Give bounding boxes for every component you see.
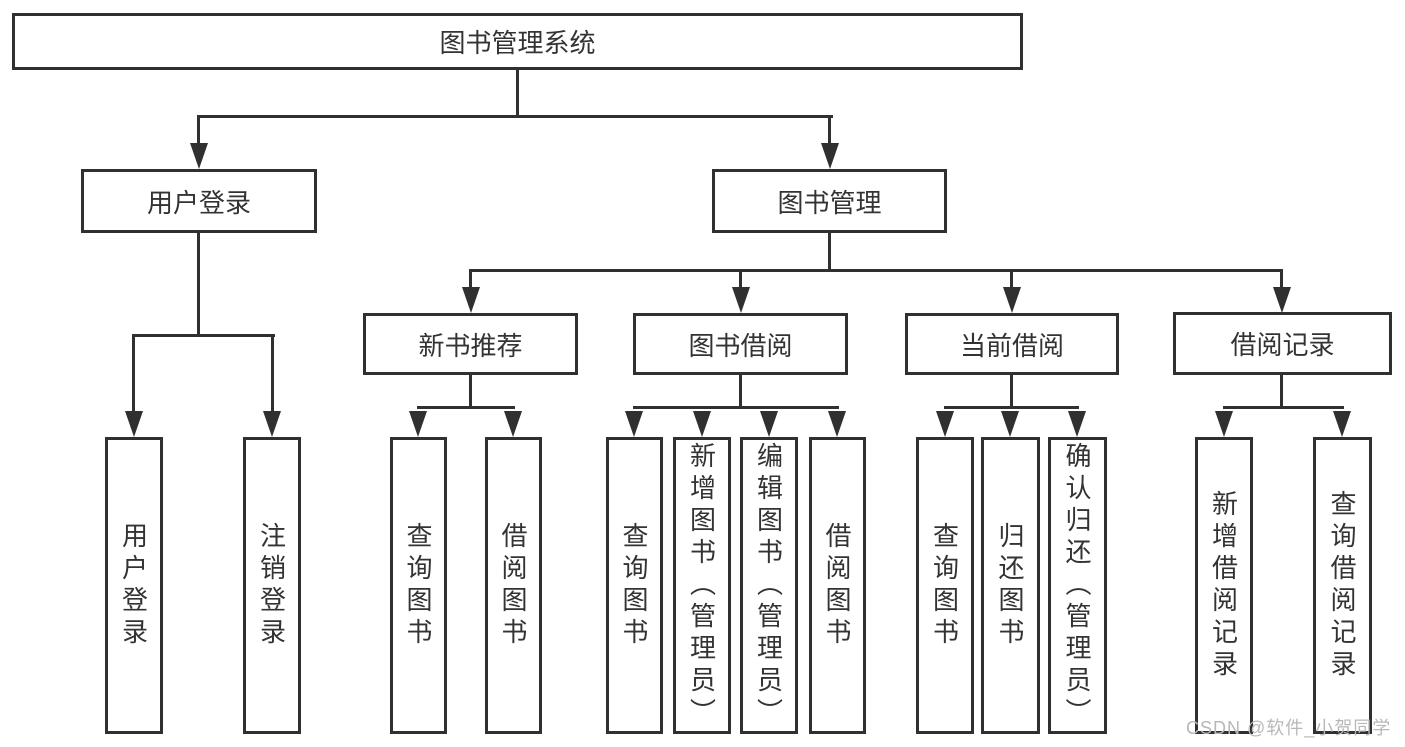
connector-line xyxy=(828,231,831,271)
arrow-down-icon xyxy=(1068,411,1086,437)
arrow-down-icon xyxy=(732,287,750,313)
connector-line xyxy=(1010,269,1013,289)
leaf-borrowing-add-books-admin-label: 新增图书（管理员） xyxy=(686,441,717,730)
node-borrowing-records: 借阅记录 xyxy=(1173,312,1392,375)
connector-line xyxy=(633,406,839,409)
connector-line xyxy=(1280,373,1283,408)
node-root-label: 图书管理系统 xyxy=(439,28,596,58)
leaf-current-confirm-return-admin: 确认归还（管理员） xyxy=(1048,437,1107,734)
connector-line xyxy=(828,115,831,145)
leaf-recommend-borrow-books-label: 借阅图书 xyxy=(498,521,528,650)
leaf-records-add-record: 新增借阅记录 xyxy=(1195,437,1253,734)
node-user-login: 用户登录 xyxy=(81,169,317,233)
arrow-down-icon xyxy=(462,287,480,313)
leaf-current-return-books-label: 归还图书 xyxy=(995,521,1025,650)
node-new-book-recommend-label: 新书推荐 xyxy=(418,330,523,361)
arrow-down-icon xyxy=(760,411,778,437)
connector-line xyxy=(944,406,1079,409)
arrow-down-icon xyxy=(125,411,143,437)
connector-line xyxy=(417,406,515,409)
arrow-down-icon xyxy=(190,143,208,169)
node-book-management-label: 图书管理 xyxy=(777,187,882,218)
arrow-down-icon xyxy=(263,411,281,437)
arrow-down-icon xyxy=(1215,411,1233,437)
leaf-borrowing-query-books-label: 查询图书 xyxy=(619,521,649,650)
leaf-recommend-borrow-books: 借阅图书 xyxy=(485,437,542,734)
connector-line xyxy=(1010,373,1013,408)
connector-line xyxy=(197,231,200,335)
leaf-records-query-record: 查询借阅记录 xyxy=(1313,437,1372,734)
arrow-down-icon xyxy=(1333,411,1351,437)
node-current-borrowing: 当前借阅 xyxy=(905,313,1119,375)
leaf-recommend-query-books-label: 查询图书 xyxy=(403,521,433,650)
leaf-current-query-books: 查询图书 xyxy=(916,437,974,734)
leaf-borrowing-add-books-admin: 新增图书（管理员） xyxy=(673,437,731,734)
node-user-login-label: 用户登录 xyxy=(146,187,251,218)
arrow-down-icon xyxy=(1273,287,1291,313)
connector-line xyxy=(739,269,742,289)
connector-line xyxy=(197,115,833,118)
connector-line xyxy=(271,334,274,413)
connector-line xyxy=(469,269,472,289)
connector-line xyxy=(1280,269,1283,289)
arrow-down-icon xyxy=(821,143,839,169)
leaf-recommend-query-books: 查询图书 xyxy=(390,437,447,734)
connector-line xyxy=(132,334,275,337)
leaf-records-add-record-label: 新增借阅记录 xyxy=(1208,489,1239,682)
arrow-down-icon xyxy=(828,411,846,437)
connector-line xyxy=(469,373,472,408)
leaf-borrowing-edit-books-admin-label: 编辑图书（管理员） xyxy=(753,441,784,730)
arrow-down-icon xyxy=(625,411,643,437)
node-root: 图书管理系统 xyxy=(12,13,1023,70)
arrow-down-icon xyxy=(693,411,711,437)
leaf-current-confirm-return-admin-label: 确认归还（管理员） xyxy=(1062,441,1092,730)
leaf-borrowing-edit-books-admin: 编辑图书（管理员） xyxy=(740,437,798,734)
leaf-user-login-label: 用户登录 xyxy=(118,521,149,650)
arrow-down-icon xyxy=(409,411,427,437)
arrow-down-icon xyxy=(504,411,522,437)
connector-line xyxy=(469,269,1283,272)
arrow-down-icon xyxy=(1001,411,1019,437)
leaf-user-login: 用户登录 xyxy=(105,437,163,734)
leaf-current-query-books-label: 查询图书 xyxy=(929,521,960,650)
csdn-watermark: CSDN @软件_小贺同学 xyxy=(1186,718,1392,738)
connector-line xyxy=(516,68,519,118)
leaf-logout-label: 注销登录 xyxy=(256,521,287,650)
node-book-borrowing-label: 图书借阅 xyxy=(688,330,793,361)
connector-line xyxy=(132,334,135,413)
arrow-down-icon xyxy=(1003,287,1021,313)
leaf-logout: 注销登录 xyxy=(243,437,301,734)
node-book-borrowing: 图书借阅 xyxy=(633,313,848,375)
connector-line xyxy=(197,115,200,145)
connector-line xyxy=(1223,406,1344,409)
leaf-current-return-books: 归还图书 xyxy=(981,437,1040,734)
connector-line xyxy=(739,373,742,408)
arrow-down-icon xyxy=(936,411,954,437)
node-new-book-recommend: 新书推荐 xyxy=(363,313,578,375)
leaf-borrowing-borrow-books-label: 借阅图书 xyxy=(822,521,852,650)
leaf-borrowing-query-books: 查询图书 xyxy=(606,437,663,734)
node-borrowing-records-label: 借阅记录 xyxy=(1230,330,1335,360)
leaf-records-query-record-label: 查询借阅记录 xyxy=(1327,489,1357,682)
node-book-management: 图书管理 xyxy=(712,169,947,233)
node-current-borrowing-label: 当前借阅 xyxy=(959,330,1064,361)
leaf-borrowing-borrow-books: 借阅图书 xyxy=(809,437,866,734)
